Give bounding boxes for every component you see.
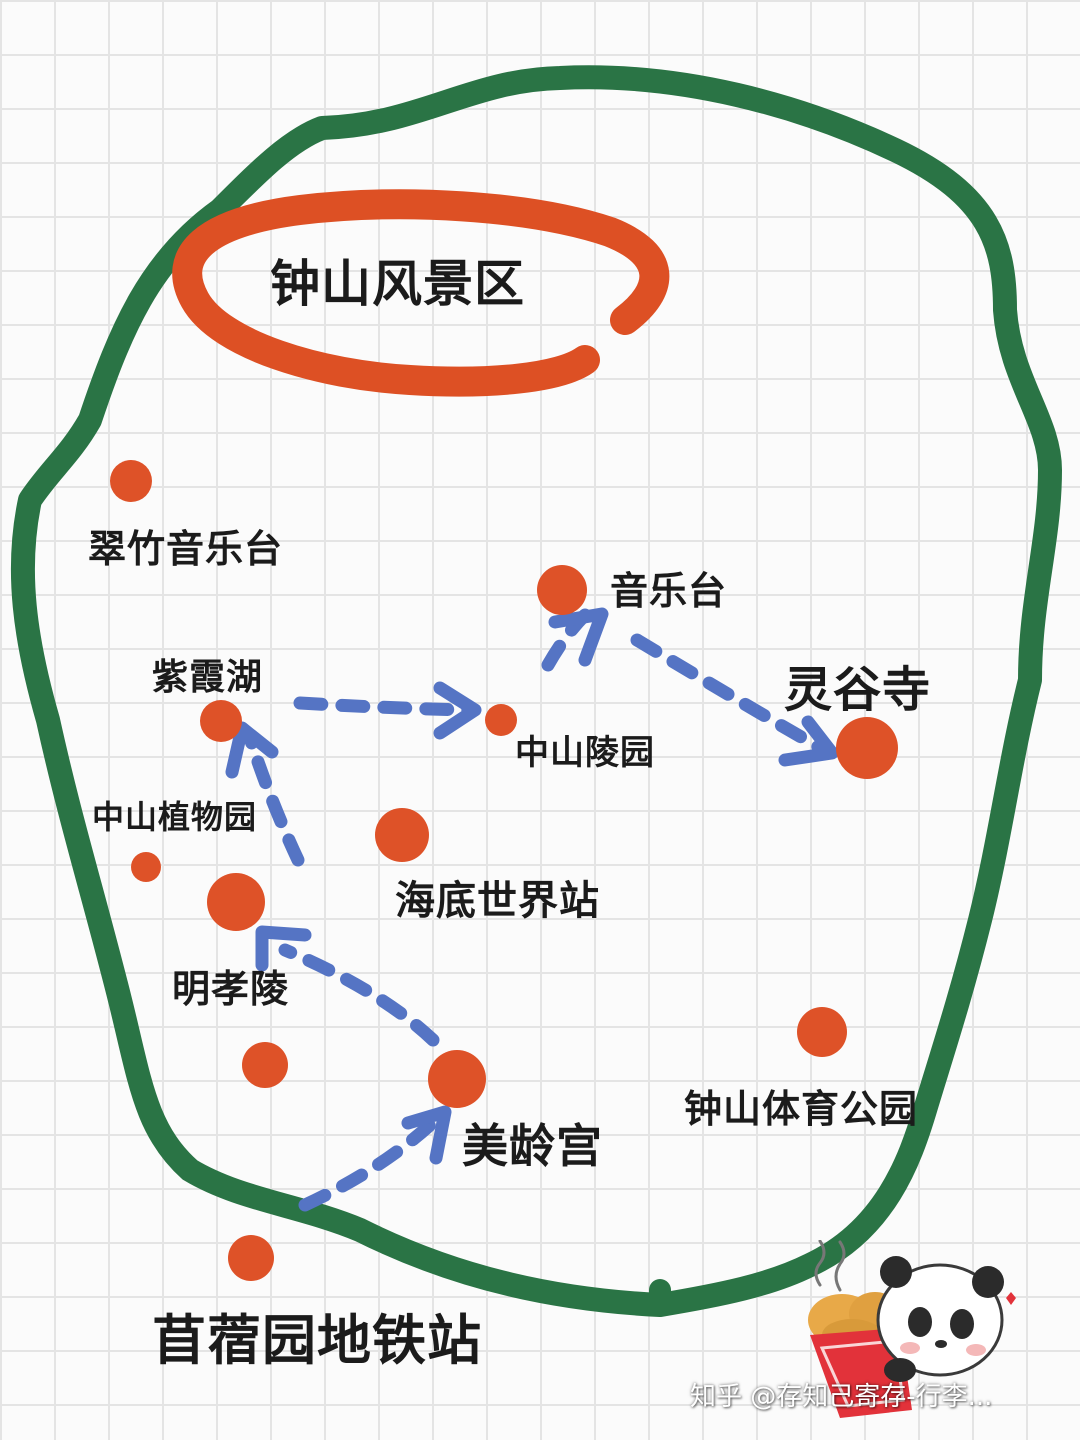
marker-zhongshan-sports-park [797, 1007, 847, 1057]
label-underwater-world-station: 海底世界站 [395, 878, 600, 924]
route-arrowhead-linggu [778, 715, 839, 767]
marker-zixia-lake [200, 700, 242, 742]
route-meiling-to-mingxiaoling [278, 943, 440, 1047]
source-watermark: 知乎 @存知己寄存-行李... [690, 1382, 993, 1412]
label-meiling-palace: 美龄宫 [462, 1119, 603, 1173]
label-cuizhu-music-stage: 翠竹音乐台 [88, 527, 284, 571]
route-arrowhead-musicstage [548, 607, 609, 667]
marker-music-stage [537, 565, 587, 615]
route-zixia-to-sunyatsen [293, 696, 477, 717]
label-zixia-lake: 紫霞湖 [152, 657, 264, 698]
marker-cuizhu-music-stage [110, 460, 152, 502]
label-zhongshan-sports-park: 钟山体育公园 [684, 1087, 919, 1131]
route-arrowhead-sunyatsen [433, 681, 482, 740]
marker-muxuyuan-metro [228, 1235, 274, 1281]
scenic-area-boundary [10, 65, 1062, 1317]
label-music-stage: 音乐台 [610, 569, 728, 613]
marker-underwater-world-station [375, 808, 429, 862]
route-muxuyuan-to-meiling [298, 1118, 437, 1212]
title-highlight-loop [172, 189, 670, 397]
route-arrowhead-zixia [225, 721, 279, 779]
marker-linggu-temple [836, 717, 898, 779]
label-botanical-garden: 中山植物园 [92, 798, 258, 836]
marker-sun-yat-sen-mausoleum [485, 704, 517, 736]
label-ming-xiaoling: 明孝陵 [172, 967, 290, 1011]
label-linggu-temple: 灵谷寺 [784, 662, 932, 718]
marker-meiling-palace [428, 1050, 486, 1108]
route-arrowhead-meiling [401, 1105, 452, 1165]
label-sun-yat-sen-mausoleum: 中山陵园 [515, 733, 655, 773]
marker-ming-xiaoling [207, 873, 265, 931]
marker-botanical-garden [131, 852, 161, 882]
route-arrowhead-mingxiaoling [255, 925, 312, 972]
map-title: 钟山风景区 [270, 255, 525, 313]
marker-unnamed-spot [242, 1042, 288, 1088]
label-muxuyuan-metro: 苜蓿园地铁站 [152, 1309, 482, 1372]
route-musicstage-to-linggu [630, 633, 827, 755]
panda-sticker-icon [808, 1240, 1016, 1418]
route-mingxiaoling-to-zixia [243, 731, 305, 867]
